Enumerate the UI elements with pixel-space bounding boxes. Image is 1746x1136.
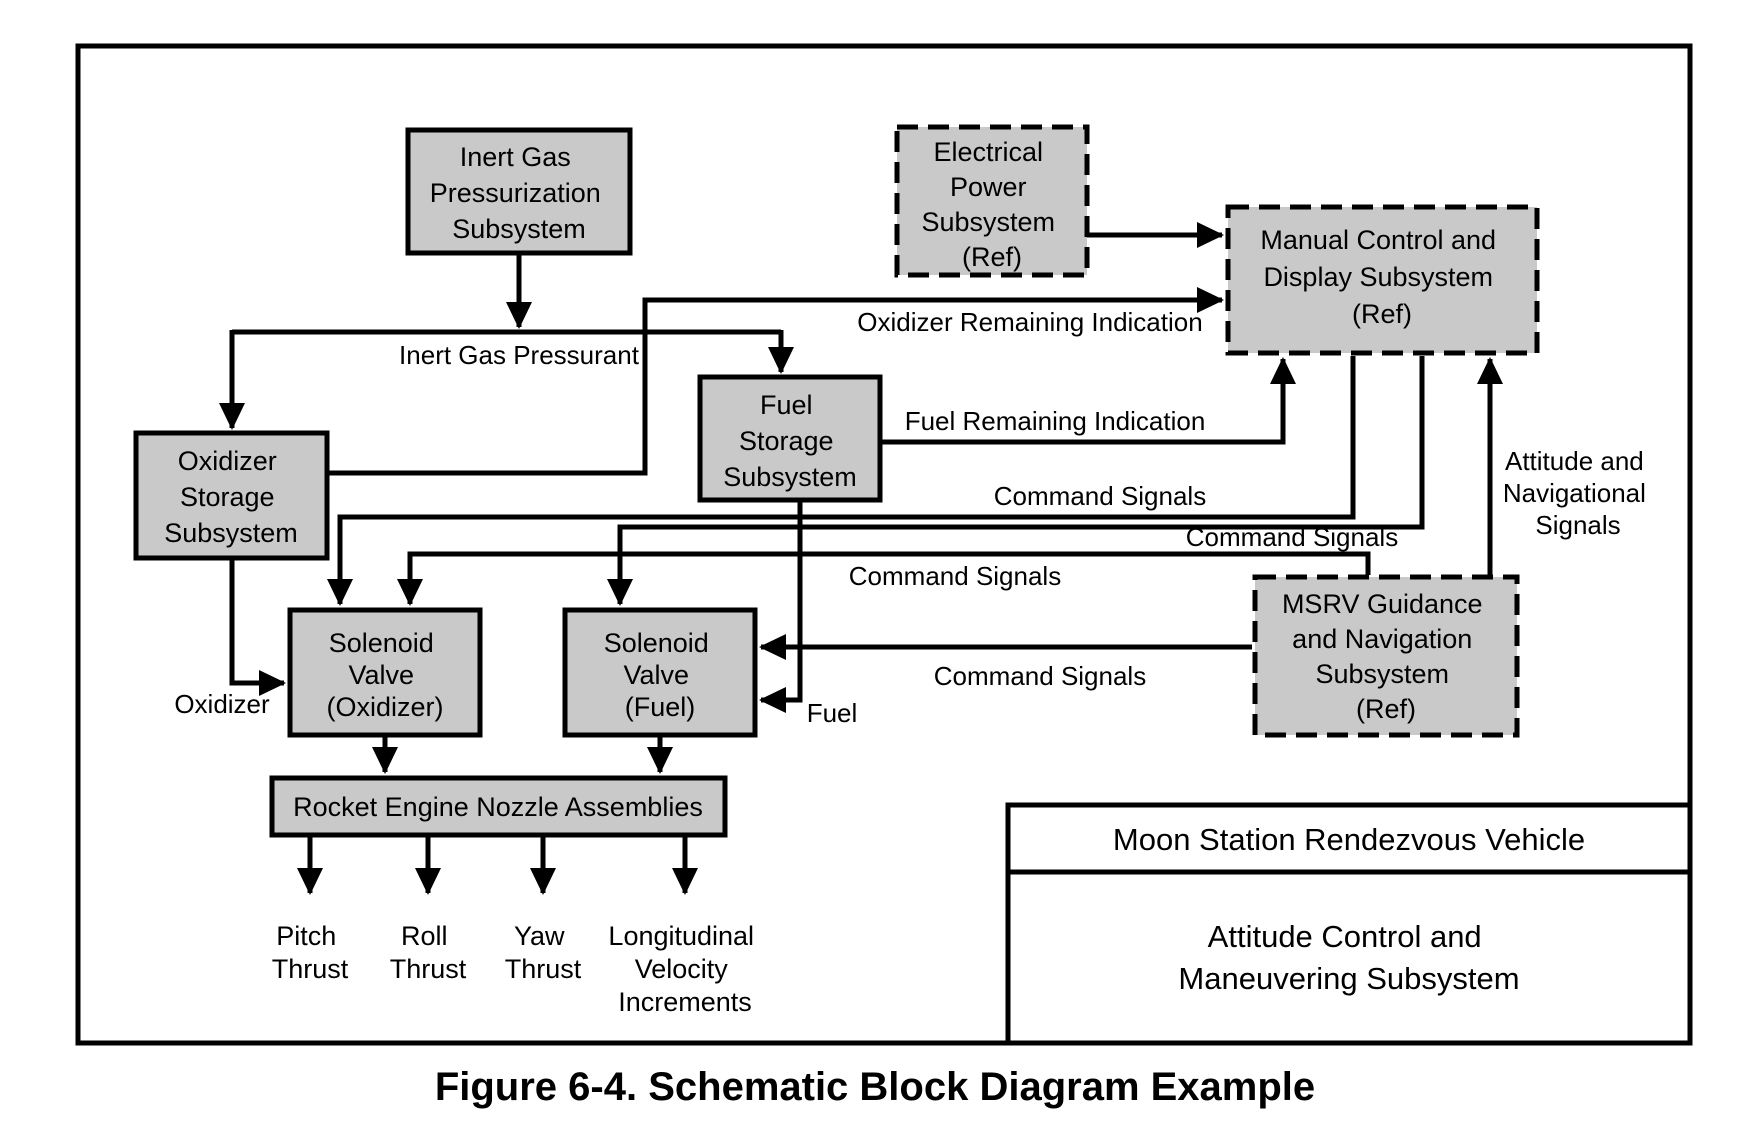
arrow-fuel-remaining-indication [880, 357, 1297, 445]
oxidizer-remaining-indication-label: Oxidizer Remaining Indication [857, 307, 1202, 337]
command-signals-label-1: Command Signals [994, 481, 1206, 511]
oxidizer-storage-subsystem-box: Oxidizer Storage Subsystem [133, 430, 330, 561]
manual-control-display-subsystem-box: Manual Control and Display Subsystem (Re… [1225, 204, 1540, 356]
fuel-storage-subsystem-box: Fuel Storage Subsystem [697, 374, 883, 503]
oxidizer-storage-box-label: Oxidizer Storage Subsystem [164, 446, 298, 548]
inert-gas-pressurant-label: Inert Gas Pressurant [399, 340, 640, 370]
output-pitch-thrust-label: Pitch Thrust [272, 921, 349, 984]
arrow-command-signals-mcd-to-fuel-valve [606, 356, 1425, 606]
command-signals-label-3: Command Signals [1186, 522, 1398, 552]
attitude-nav-signals-label: Attitude and Navigational Signals [1503, 446, 1653, 540]
solenoid-valve-oxidizer-box-label: Solenoid Valve (Oxidizer) [326, 628, 443, 722]
msrv-guidance-navigation-subsystem-box: MSRV Guidance and Navigation Subsystem (… [1252, 574, 1520, 738]
title-block-rect [1005, 802, 1693, 1046]
title-block: Moon Station Rendezvous Vehicle Attitude… [1005, 802, 1693, 1046]
diagram-border [75, 43, 1693, 1046]
msrv-guidance-box-rect [1252, 574, 1520, 738]
inert-gas-pressurization-subsystem-box: Inert Gas Pressurization Subsystem [405, 127, 633, 256]
arrow-command-signals-mcd-to-oxidizer-valve [326, 356, 1356, 606]
arrow-fuel-feed-to-fuel-valve [759, 500, 803, 713]
manual-control-box-rect [1225, 204, 1540, 356]
arrow-oxidizer-feed-to-oxidizer-valve [229, 558, 286, 697]
arrow-oxidizer-remaining-indication [327, 287, 1224, 476]
electrical-power-box-rect [894, 124, 1090, 278]
inert-gas-box-label: Inert Gas Pressurization Subsystem [430, 142, 609, 244]
rocket-engine-box-label: Rocket Engine Nozzle Assemblies [293, 792, 703, 822]
figure-caption: Figure 6-4. Schematic Block Diagram Exam… [435, 1065, 1315, 1109]
title-block-subsystem-name: Attitude Control and Maneuvering Subsyst… [1178, 919, 1519, 996]
fuel-storage-box-label: Fuel Storage Subsystem [723, 390, 857, 492]
solenoid-valve-fuel-box: Solenoid Valve (Fuel) [562, 607, 758, 738]
electrical-power-box-label: Electrical Power Subsystem (Ref) [921, 137, 1062, 272]
solenoid-valve-fuel-box-label: Solenoid Valve (Fuel) [604, 628, 717, 722]
rocket-engine-box-rect [269, 775, 728, 838]
msrv-guidance-box-label: MSRV Guidance and Navigation Subsystem (… [1282, 589, 1490, 724]
title-block-vehicle-name: Moon Station Rendezvous Vehicle [1113, 822, 1585, 857]
command-signals-label-4: Command Signals [934, 661, 1146, 691]
solenoid-valve-fuel-box-rect [562, 607, 758, 738]
oxidizer-storage-box-rect [133, 430, 330, 561]
fuel-storage-box-rect [697, 374, 883, 503]
output-yaw-thrust-label: Yaw Thrust [505, 921, 582, 984]
fuel-remaining-indication-label: Fuel Remaining Indication [905, 406, 1206, 436]
arrow-command-signals-msrv-to-oxidizer-valve [396, 551, 1371, 606]
command-signals-label-2: Command Signals [849, 561, 1061, 591]
output-longitudinal-velocity-label: Longitudinal Velocity Increments [608, 921, 761, 1017]
fuel-label: Fuel [807, 698, 858, 728]
rocket-engine-nozzle-assemblies-box: Rocket Engine Nozzle Assemblies [269, 775, 728, 838]
oxidizer-label: Oxidizer [174, 689, 270, 719]
output-roll-thrust-label: Roll Thrust [390, 921, 467, 984]
manual-control-box-label: Manual Control and Display Subsystem (Re… [1260, 225, 1503, 329]
electrical-power-subsystem-box: Electrical Power Subsystem (Ref) [894, 124, 1090, 278]
solenoid-valve-oxidizer-box-rect [287, 607, 483, 738]
solenoid-valve-oxidizer-box: Solenoid Valve (Oxidizer) [287, 607, 483, 738]
